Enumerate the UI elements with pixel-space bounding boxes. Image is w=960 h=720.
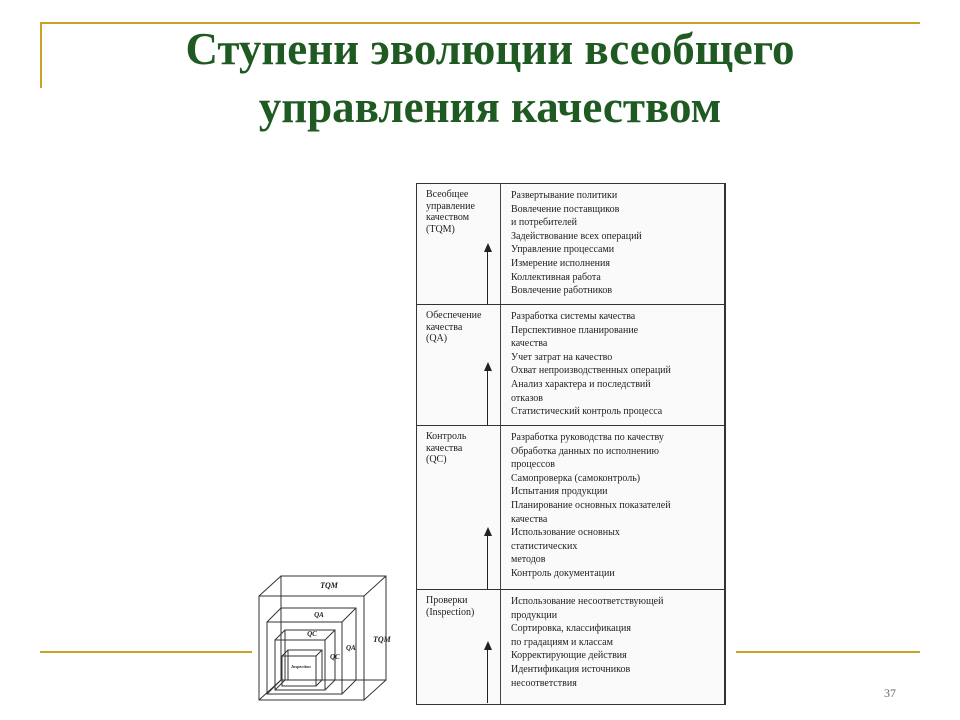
list-item: Измерение исполнения: [511, 257, 610, 269]
list-item: Коллективная работа: [511, 271, 601, 283]
list-item: процессов: [511, 459, 555, 471]
stage-row-qc: Контроль качества (QC) Разработка руково…: [417, 426, 724, 590]
stage-name-qa: Обеспечение качества (QA): [426, 310, 482, 344]
stage-items-qa: Разработка системы качества Перспективно…: [511, 310, 721, 419]
list-item: Управление процессами: [511, 244, 615, 256]
list-item: Охват непроизводственных операций: [511, 365, 671, 377]
list-item: Вовлечение работников: [511, 285, 613, 297]
slide-title: Ступени эволюции всеобщего управления ка…: [60, 20, 920, 136]
up-arrow-icon: [484, 641, 492, 703]
list-item: методов: [511, 554, 546, 566]
list-item: Статистический контроль процесса: [511, 406, 663, 418]
stage-items-qc: Разработка руководства по качеству Обраб…: [511, 431, 721, 581]
stage-name-qc: Контроль качества (QC): [426, 431, 467, 465]
list-item: Сортировка, классификация: [511, 623, 631, 635]
slide-title-line-2: управления качеством: [258, 82, 722, 132]
list-item: Самопроверка (самоконтроль): [511, 472, 641, 484]
list-item: и потребителей: [511, 217, 578, 229]
cube-label-qc-side: QC: [330, 653, 340, 661]
list-item: Использование несоответствующей: [511, 596, 664, 607]
cube-label-tqm-side: TQM: [373, 635, 392, 644]
list-item: Испытания продукции: [511, 486, 608, 498]
list-item: Разработка системы качества: [511, 311, 636, 322]
column-divider: [500, 184, 501, 704]
cube-label-qc-top: QC: [307, 630, 317, 638]
cube-label-inspection: Inspection: [290, 664, 311, 669]
list-item: Перспективное планирование: [511, 324, 639, 336]
up-arrow-icon: [484, 362, 492, 425]
stage-items-inspection: Использование несоответствующей продукци…: [511, 595, 721, 690]
list-item: Развертывание политики: [511, 190, 618, 201]
stage-row-qa: Обеспечение качества (QA) Разработка сис…: [417, 305, 724, 426]
up-arrow-icon: [484, 243, 492, 304]
evolution-table: Всеобщее управление качеством (TQM) Разв…: [416, 183, 726, 705]
left-accent-line: [40, 22, 42, 88]
list-item: Обработка данных по исполнению: [511, 445, 659, 457]
list-item: Учет затрат на качество: [511, 351, 613, 363]
list-item: несоответствия: [511, 677, 577, 689]
list-item: отказов: [511, 392, 543, 404]
list-item: Планирование основных показателей: [511, 499, 671, 511]
cube-label-tqm-top: TQM: [320, 581, 339, 590]
page-number: 37: [884, 686, 896, 700]
list-item: Вовлечение поставщиков: [511, 203, 620, 215]
list-item: Анализ характера и последствий: [511, 378, 651, 390]
list-item: качества: [511, 513, 548, 525]
stage-name-inspection: Проверки (Inspection): [426, 595, 475, 618]
cube-label-qa-top: QA: [314, 611, 324, 619]
list-item: Идентификация источников: [511, 663, 631, 675]
stage-row-tqm: Всеобщее управление качеством (TQM) Разв…: [417, 184, 724, 305]
list-item: Корректирующие действия: [511, 650, 627, 662]
list-item: Использование основных: [511, 527, 620, 539]
up-arrow-icon: [484, 527, 492, 589]
bottom-accent-line-left: [40, 651, 252, 653]
list-item: качества: [511, 338, 548, 350]
list-item: Контроль документации: [511, 567, 615, 579]
stage-row-inspection: Проверки (Inspection) Использование несо…: [417, 590, 724, 704]
stage-name-tqm: Всеобщее управление качеством (TQM): [426, 189, 475, 235]
list-item: Разработка руководства по качеству: [511, 432, 664, 443]
list-item: продукции: [511, 609, 558, 621]
bottom-accent-line-right: [736, 651, 920, 653]
list-item: Задействование всех операций: [511, 230, 642, 242]
nested-cubes-diagram: TQM TQM QA QA QC QC Inspection: [258, 575, 392, 701]
top-accent-line: [40, 22, 920, 24]
list-item: по градациям и классам: [511, 636, 613, 648]
stage-items-tqm: Развертывание политики Вовлечение постав…: [511, 189, 721, 298]
slide-title-line-1: Ступени эволюции всеобщего: [185, 24, 795, 74]
list-item: статистических: [511, 540, 578, 552]
cube-label-qa-side: QA: [346, 644, 356, 652]
